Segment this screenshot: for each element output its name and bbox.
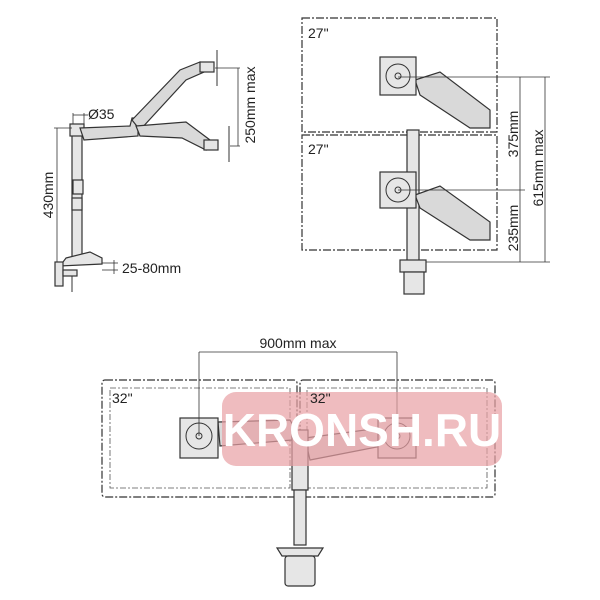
vertical-span-label: 250mm max (242, 66, 258, 143)
lower-arm (414, 185, 491, 241)
left-monitor-size: 32" (112, 390, 133, 406)
height-label: 430mm (40, 172, 56, 219)
tilt-joint (199, 61, 215, 73)
horizontal-span-label: 900mm max (259, 335, 336, 351)
clamp (403, 271, 425, 295)
base (275, 547, 325, 557)
clamp (54, 261, 64, 287)
cable-clip (72, 179, 84, 195)
vesa-center (394, 72, 402, 80)
base (399, 259, 427, 273)
clamp (284, 555, 316, 587)
vesa-ring (385, 63, 411, 89)
cable-clip (71, 197, 83, 211)
clamp-range-label: 25-80mm (122, 260, 181, 276)
upper-gas-arm (131, 61, 205, 131)
base-plate (58, 251, 103, 267)
right-monitor-size: 32" (310, 390, 331, 406)
lower-gas-arm (135, 121, 211, 151)
pole (293, 489, 307, 546)
stacked-view: 27" 27" 375mm 235mm 615mm max (301, 17, 550, 295)
monitor-outline-top (301, 17, 498, 133)
watermark: KRONSH.RU (223, 404, 502, 456)
side-view: Ø35 430mm 25-80mm 250mm max (40, 50, 258, 292)
total-height-label: 615mm max (530, 129, 546, 206)
vesa-plate-top (379, 56, 417, 96)
diameter-label: Ø35 (88, 106, 115, 122)
bottom-monitor-size: 27" (308, 141, 329, 157)
monitor-outline-bottom (301, 134, 498, 251)
top-monitor-size: 27" (308, 25, 329, 41)
watermark-band (222, 392, 502, 466)
upper-offset-label: 375mm (505, 111, 521, 158)
clamp-jaw (62, 269, 78, 277)
side-by-side-view: 32" 900mm max KRONSH.RU 32" (101, 335, 502, 587)
tilt-joint (203, 139, 219, 151)
lower-offset-label: 235mm (505, 205, 521, 252)
upper-arm (414, 71, 491, 129)
